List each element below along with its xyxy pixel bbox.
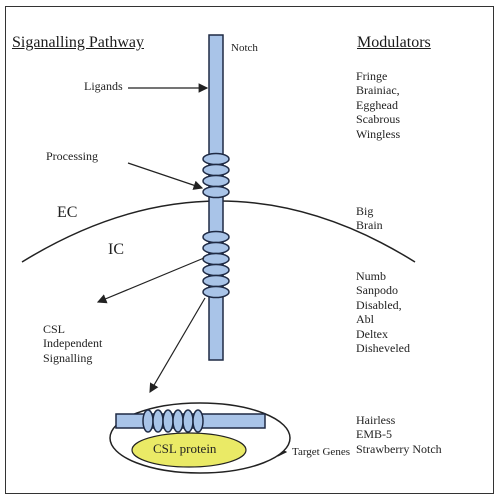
intracellular-coils [203,232,229,298]
modulators-cytoplasmic: Numb Sanpodo Disabled, Abl Deltex Dishev… [356,269,410,355]
modulator-item: Scabrous [356,112,400,126]
csl-independent-label: CSL Independent Signalling [43,322,102,365]
modulators-nuclear: Hairless EMB-5 Strawberry Notch [356,413,442,456]
processing-arrow [128,163,202,188]
notch-label: Notch [231,42,258,55]
modulators-extracellular: Fringe Brainiac, Egghead Scabrous Wingle… [356,69,400,141]
modulator-item: Big [356,204,383,218]
modulator-item: Fringe [356,69,400,83]
ic-label: IC [108,241,124,259]
modulator-item: Disheveled [356,341,410,355]
right-header: Modulators [357,34,431,52]
modulators-membrane: Big Brain [356,204,383,233]
modulator-item: Egghead [356,98,400,112]
modulator-item: Numb [356,269,410,283]
extracellular-coils [203,154,229,198]
modulator-item: Brain [356,218,383,232]
ligands-label: Ligands [84,80,123,94]
modulator-item: Abl [356,312,410,326]
target-genes-label: Target Genes [292,446,350,459]
csl-independent-line: CSL [43,322,102,336]
modulator-item: Brainiac, [356,83,400,97]
csl-independent-line: Signalling [43,351,102,365]
processing-label: Processing [46,150,98,164]
modulator-item: Wingless [356,127,400,141]
csl-independent-line: Independent [43,336,102,350]
modulator-item: Strawberry Notch [356,442,442,456]
modulator-item: EMB-5 [356,427,442,441]
ec-label: EC [57,204,77,222]
csl-independent-arrow [98,258,204,302]
modulator-item: Deltex [356,327,410,341]
nucleus-arrow [150,298,205,392]
modulator-item: Disabled, [356,298,410,312]
csl-protein-label: CSL protein [153,442,216,457]
modulator-item: Sanpodo [356,283,410,297]
left-header: Siganalling Pathway [12,34,144,52]
modulator-item: Hairless [356,413,442,427]
